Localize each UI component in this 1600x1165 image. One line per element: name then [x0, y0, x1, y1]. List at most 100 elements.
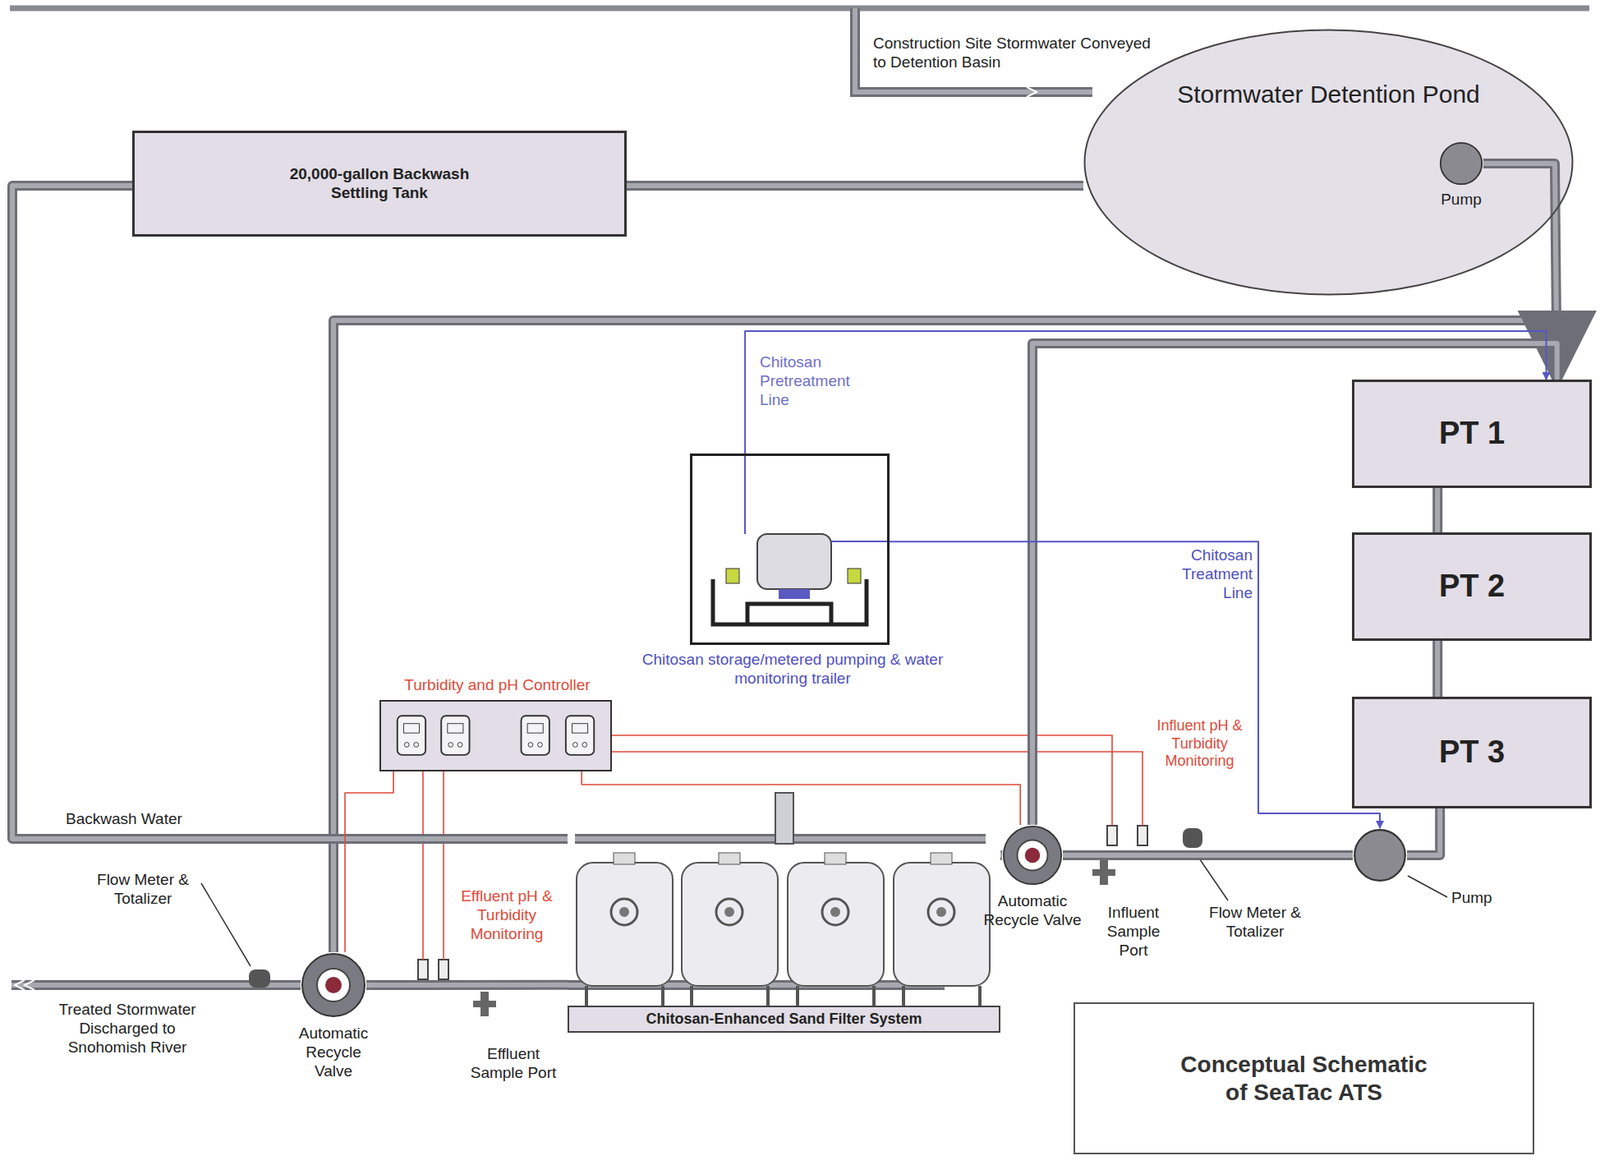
sample-port — [1092, 868, 1116, 876]
leader-line — [1407, 875, 1448, 897]
flow-meter — [248, 969, 271, 988]
filter-tanks — [619, 906, 630, 917]
connector-path — [1000, 850, 1003, 860]
chitosan-trailer: Chitosan storage/metered pumping & water… — [689, 453, 890, 645]
valve-symbol — [325, 976, 342, 994]
sample-port — [473, 859, 1116, 1017]
connector-path — [581, 771, 1021, 825]
annotation-label: Flow Meter & Totalizer — [1197, 903, 1313, 942]
node-text: Turbidity and pH Controller — [356, 675, 639, 695]
annotation-label: Treated Stormwater Discharged to Snohomi… — [45, 1000, 210, 1057]
pipe-connector — [1437, 640, 1439, 697]
connector-path — [366, 979, 568, 990]
node-text: PT 2 — [1439, 567, 1505, 606]
filter-tanks — [691, 985, 768, 1006]
node-text: Automatic Recycle Valve — [288, 1024, 379, 1081]
controller-meters — [572, 723, 589, 733]
filter-tanks — [611, 898, 638, 925]
connector-path — [1432, 640, 1443, 697]
probe — [438, 959, 449, 980]
controller-meters — [381, 701, 611, 770]
controller-meters — [521, 715, 550, 755]
connector-path — [626, 180, 1084, 191]
connector-path — [1406, 808, 1440, 856]
detention-pond: Stormwater Detention PondPump — [1083, 28, 1574, 296]
signal-wire — [344, 771, 394, 952]
filter-tanks — [718, 852, 741, 865]
controller-meters — [441, 715, 469, 755]
filter-tanks — [928, 898, 955, 925]
diagram-title: Conceptual Schematic of SeaTac ATS — [1172, 1050, 1436, 1106]
connector-path — [366, 982, 568, 988]
connector-path — [1432, 487, 1443, 533]
filter-tanks — [797, 985, 874, 1006]
probe — [1137, 825, 1148, 846]
filter-tanks — [903, 985, 980, 1006]
pump: Pump — [1439, 141, 1484, 186]
trailer-interior — [726, 568, 740, 584]
frame-line — [9, 8, 1590, 10]
signal-wire — [581, 771, 1021, 825]
connector-path — [1000, 852, 1003, 858]
pipe-connector — [1437, 487, 1439, 533]
pipe-connector — [1000, 854, 1003, 856]
controller-meters — [537, 742, 543, 748]
edge-label: Chitosan Treatment Line — [1149, 546, 1253, 603]
filter-riser — [775, 792, 794, 844]
controller-meters — [528, 742, 534, 748]
annotation-label: Effluent pH & Turbidity Monitoring — [453, 887, 561, 943]
recycle-valve: Automatic Recycle Valve — [300, 951, 367, 1018]
controller-meters — [403, 723, 419, 733]
connector-path — [1406, 808, 1440, 856]
filter-tanks — [824, 852, 846, 865]
settling-tank: 20,000-gallon Backwash Settling Tank — [132, 130, 627, 237]
connector-path — [626, 183, 1084, 189]
pump-symbol — [1354, 829, 1406, 881]
annotation-label: Effluent Sample Port — [459, 1044, 567, 1083]
sand-filter-system: Chitosan-Enhanced Sand Filter System — [567, 804, 1001, 1033]
filter-tanks — [936, 906, 947, 917]
node-text: PT 1 — [1439, 414, 1505, 453]
leader-line — [201, 850, 1448, 966]
trailer-interior — [744, 455, 888, 542]
filter-tanks — [787, 862, 884, 986]
leader-line — [201, 882, 251, 966]
pretreatment-tank: PT 1 — [1351, 379, 1592, 488]
connector-path — [1434, 487, 1440, 533]
filter-tanks — [830, 906, 841, 917]
controller: Turbidity and pH Controller — [379, 699, 612, 772]
controller-meters — [527, 723, 543, 733]
valve-symbol — [302, 953, 365, 1017]
filter-tanks — [822, 898, 849, 925]
pump-symbol — [1439, 141, 1484, 186]
pump-symbol — [1352, 827, 1407, 883]
trailer-interior — [712, 579, 867, 625]
connector-path — [1062, 850, 1353, 860]
pretreatment-tank: PT 3 — [1351, 696, 1592, 809]
title-block: Conceptual Schematic of SeaTac ATS — [1073, 1002, 1535, 1155]
flow-meter — [1182, 827, 1203, 848]
probe — [418, 959, 428, 980]
sensor-wire — [611, 751, 1143, 826]
pump: Pump — [1352, 827, 1407, 883]
node-text: PT 3 — [1439, 733, 1505, 772]
filter-tanks — [681, 862, 778, 986]
edge-label: Chitosan Pretreatment Line — [759, 353, 875, 410]
controller-meters — [413, 742, 419, 748]
node-text: Stormwater Detention Pond — [1083, 79, 1574, 110]
controller-meters — [397, 715, 426, 755]
filter-tanks — [613, 852, 635, 865]
trailer-interior — [757, 533, 832, 589]
filter-tanks — [576, 862, 673, 986]
controller-meters — [447, 723, 464, 733]
controller-meters — [404, 742, 410, 748]
connector-path — [1434, 640, 1440, 697]
discharge-pipe — [14, 979, 35, 990]
filter-tanks — [716, 898, 743, 925]
node-text: Pump — [1422, 190, 1500, 210]
connector-path — [1062, 852, 1353, 858]
pipe-connector — [1406, 808, 1440, 856]
pipe-connector — [626, 185, 1084, 187]
valve-symbol — [1017, 840, 1049, 871]
node-text: 20,000-gallon Backwash Settling Tank — [272, 165, 487, 203]
